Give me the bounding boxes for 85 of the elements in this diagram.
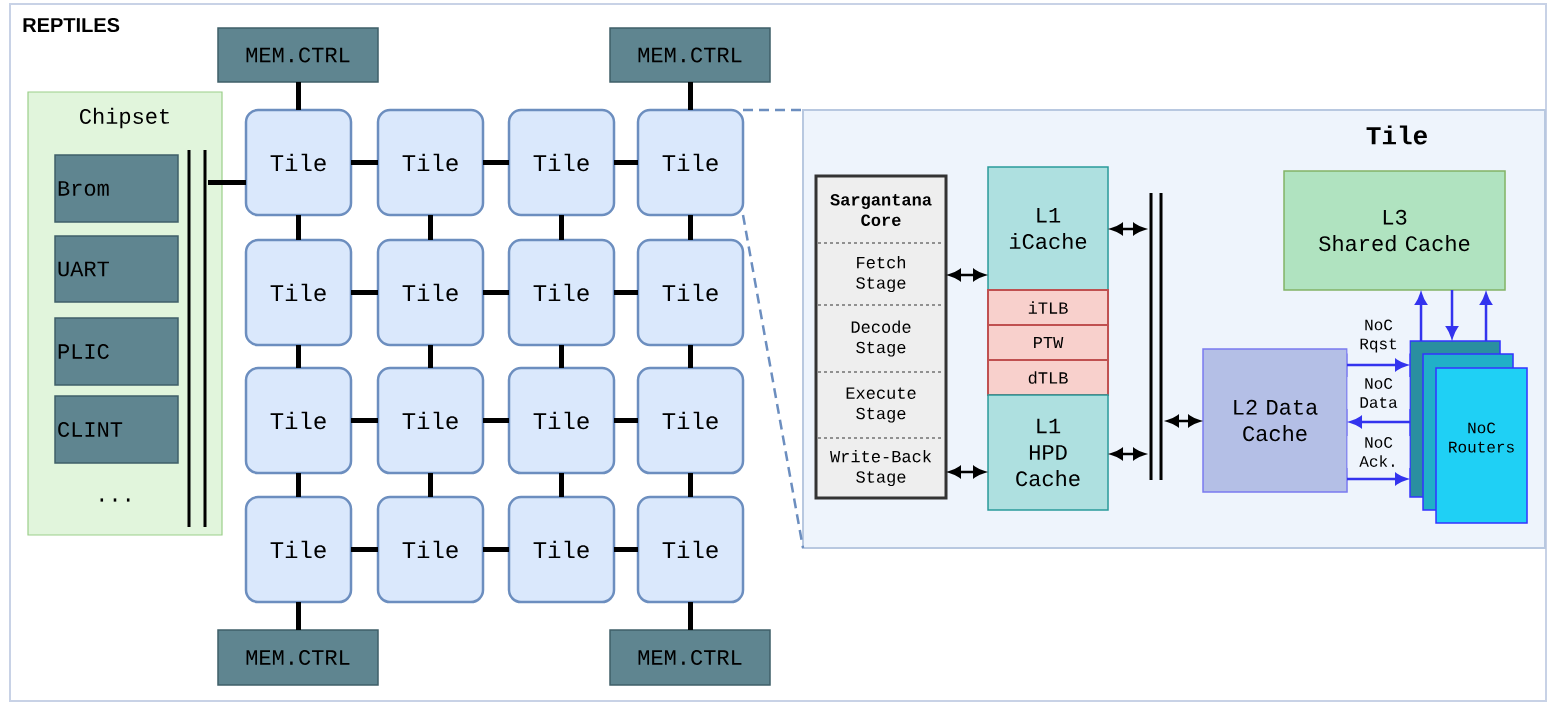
connector: [614, 160, 638, 165]
bus-bar: [187, 148, 207, 529]
connector: [483, 547, 509, 552]
connector: [559, 215, 564, 240]
tile-box: Tile: [636, 108, 745, 217]
arrow: [1347, 359, 1408, 371]
pipeline-stage: Fetch Stage: [817, 242, 945, 293]
tile-box: Tile: [507, 366, 616, 475]
connector: [351, 160, 378, 165]
connector: [559, 345, 564, 368]
tile-box: Tile: [376, 238, 485, 347]
arrow: [1347, 473, 1408, 485]
arrow: [1110, 223, 1146, 235]
edge-label: NoC Data: [1347, 377, 1410, 409]
cache-box: L1 iCache: [987, 166, 1109, 291]
connector: [614, 418, 638, 423]
connector: [688, 473, 693, 497]
tile-box: Tile: [376, 366, 485, 475]
tile-box: Tile: [636, 366, 745, 475]
tile-box: Tile: [244, 366, 353, 475]
arrow: [948, 269, 986, 281]
connector: [614, 290, 638, 295]
pipeline-stage: Execute Stage: [817, 371, 945, 423]
connector: [428, 345, 433, 368]
arrow: [1350, 416, 1410, 428]
arrow: [1480, 292, 1492, 341]
tile-box: Tile: [636, 495, 745, 604]
arrow: [1446, 290, 1458, 339]
connector: [296, 602, 301, 630]
connector: [351, 547, 378, 552]
cache-box: L2 Data Cache: [1202, 348, 1348, 493]
arrow: [1110, 448, 1146, 460]
tile-box: Tile: [244, 238, 353, 347]
connector: [741, 214, 805, 549]
tile-box: Tile: [244, 495, 353, 604]
connector: [688, 345, 693, 368]
device-box: CLINT: [54, 395, 179, 464]
device-box: Brom: [54, 154, 179, 223]
connector: [483, 290, 509, 295]
tile-box: Tile: [244, 108, 353, 217]
arrow: [1415, 292, 1427, 341]
tile-box: Tile: [376, 108, 485, 217]
bus-bar: [1149, 191, 1163, 482]
connector: [688, 82, 693, 110]
tile-box: Tile: [376, 495, 485, 604]
connector: [559, 473, 564, 497]
connector: [688, 602, 693, 630]
connector: [428, 473, 433, 497]
arrow: [948, 466, 986, 478]
connector: [483, 160, 509, 165]
connector: [208, 180, 246, 185]
memory-controller-box: MEM.CTRL: [217, 629, 379, 686]
memory-controller-box: MEM.CTRL: [217, 27, 379, 83]
tile-box: Tile: [507, 108, 616, 217]
memory-controller-box: MEM.CTRL: [609, 629, 771, 686]
connector: [743, 108, 803, 112]
tlb-box: dTLB: [987, 359, 1109, 396]
connector: [483, 418, 509, 423]
connector: [428, 215, 433, 240]
connector: [296, 345, 301, 368]
cache-box: L3 Shared Cache: [1283, 170, 1506, 291]
connector: [296, 473, 301, 497]
diagram-title: REPTILES: [23, 17, 120, 33]
cache-box: L1 HPD Cache: [987, 394, 1109, 511]
connector: [351, 290, 378, 295]
pipeline-stage: Decode Stage: [817, 304, 945, 357]
memory-controller-box: MEM.CTRL: [609, 27, 771, 83]
tile-box: Tile: [507, 238, 616, 347]
connector: [351, 418, 378, 423]
tile-box: Tile: [507, 495, 616, 604]
connector: [296, 215, 301, 240]
router-stack: NoC Routers: [1409, 340, 1528, 524]
edge-label: NoC Ack.: [1347, 436, 1410, 468]
connector: [688, 215, 693, 240]
edge-label: NoC Rqst: [1347, 318, 1410, 354]
connector: [296, 82, 301, 110]
ellipsis-text: ...: [100, 498, 130, 502]
tile-box: Tile: [636, 238, 745, 347]
device-box: PLIC: [54, 317, 179, 386]
arrow: [1167, 415, 1201, 427]
tlb-box: iTLB: [987, 289, 1109, 326]
pipeline-stage: Write-Back Stage: [817, 437, 945, 487]
device-box: UART: [54, 235, 179, 303]
tlb-box: PTW: [987, 324, 1109, 361]
connector: [614, 547, 638, 552]
